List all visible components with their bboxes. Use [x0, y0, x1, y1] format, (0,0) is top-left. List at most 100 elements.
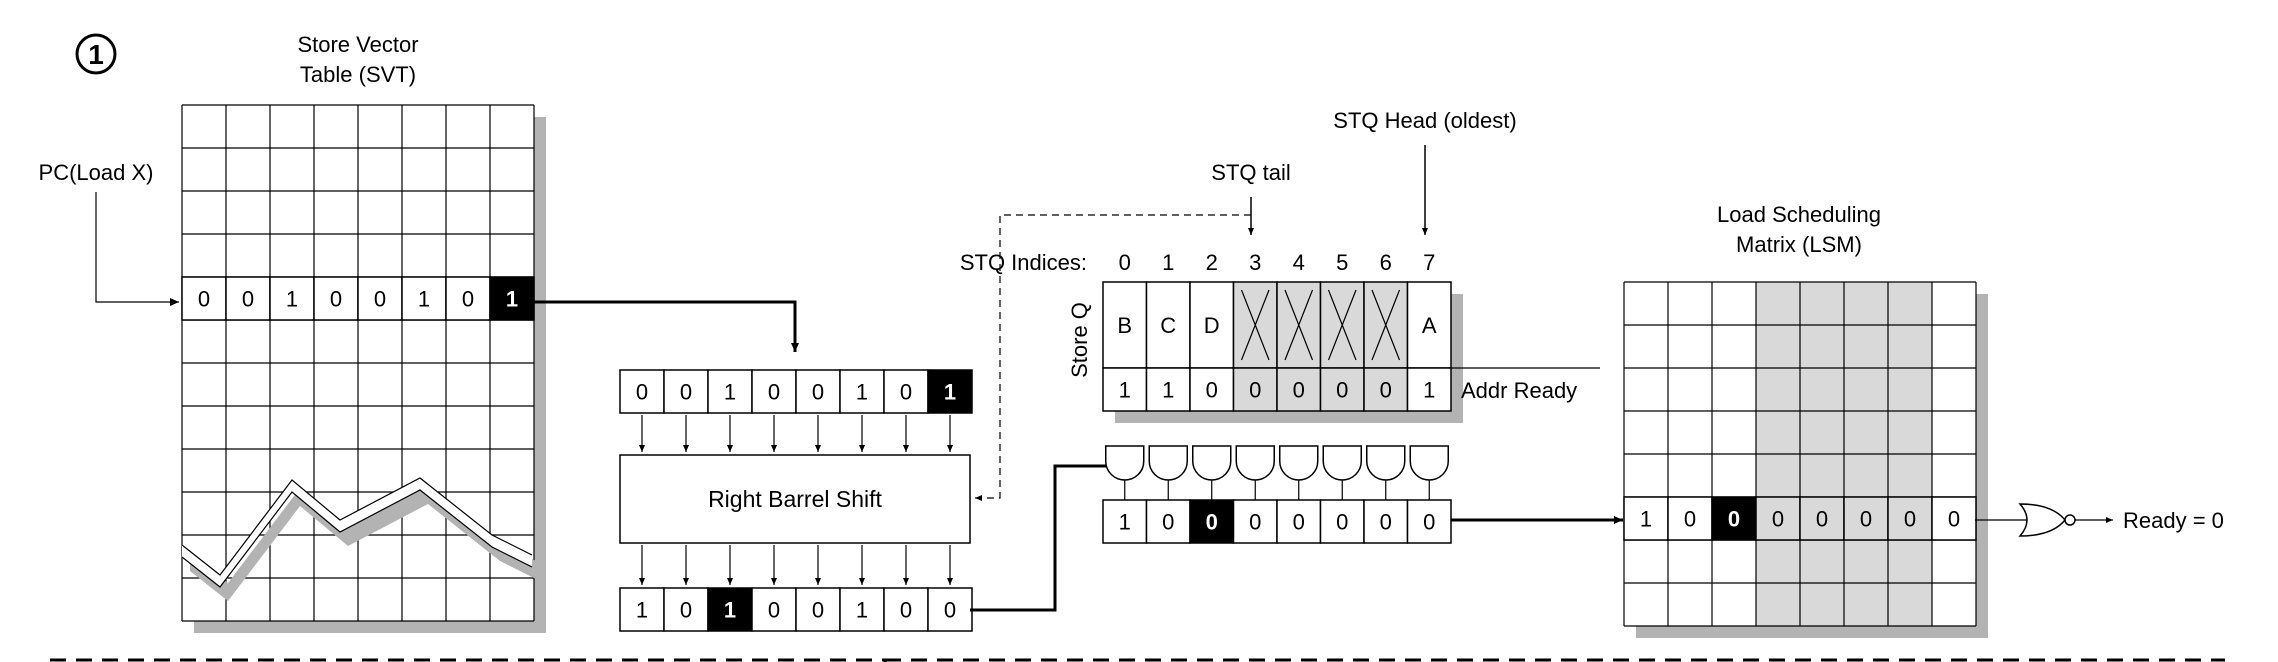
svt-row-bit: 1 [286, 287, 298, 312]
shifter-input-bit: 1 [856, 380, 868, 405]
addr-ready-bit: 0 [1336, 378, 1348, 403]
empty-entry-cross-icon [1284, 289, 1314, 361]
circled-number-icon [75, 33, 117, 75]
right-barrel-shift-label: Right Barrel Shift [708, 486, 882, 512]
svt-row-bit: 0 [242, 287, 254, 312]
shifter-input-cell [707, 369, 753, 414]
lsm-row-bit: 0 [1860, 507, 1872, 532]
shifter-input-bit: 0 [900, 380, 912, 405]
lsm-title-line1: Load Scheduling [1717, 202, 1881, 227]
step-number-badge: 1 [75, 33, 117, 75]
svt-row-bit: 0 [374, 287, 386, 312]
addr-ready-cell [1102, 367, 1148, 412]
stq-result-bit: 0 [1206, 510, 1218, 535]
lsm-row-cell [1799, 496, 1845, 541]
stq-tail-label: STQ tail [1211, 160, 1290, 185]
svt-row-cell [357, 276, 403, 321]
stq-result-bit: 0 [1162, 510, 1174, 535]
shifter-output-cell [883, 587, 929, 632]
lsm-row-bit: 0 [1948, 507, 1960, 532]
nor-gate-icon [2018, 503, 2076, 537]
shifter-output-cell [927, 587, 973, 632]
shifter-output-bit: 1 [856, 598, 868, 623]
store-q-label: Store Q [1067, 302, 1092, 378]
stq-index: 0 [1119, 250, 1131, 275]
store-queue-entry [1406, 281, 1452, 369]
addr-ready-cell [1145, 367, 1191, 412]
addr-ready-cell [1276, 367, 1322, 412]
shifter-output-bit: 1 [724, 598, 736, 623]
shifter-output-bit: 0 [900, 598, 912, 623]
addr-ready-cell [1189, 367, 1235, 412]
svt-row-cell [401, 276, 447, 321]
shifter-input-cell [795, 369, 841, 414]
svt-row-bit: 0 [462, 287, 474, 312]
and-gate-icon [1366, 445, 1406, 481]
stq-result-bit: 0 [1293, 510, 1305, 535]
shifter-input-bit: 1 [944, 380, 956, 405]
lsm-row-bit: 1 [1640, 507, 1652, 532]
addr-ready-cell [1363, 367, 1409, 412]
svt-title-line1: Store Vector [297, 32, 418, 57]
stq-indices-label: STQ Indices: [960, 250, 1087, 275]
shifter-input-cell [839, 369, 885, 414]
store-queue-entry [1145, 281, 1191, 369]
store-queue-entry-label: A [1422, 313, 1437, 338]
shifter-output-bit: 0 [944, 598, 956, 623]
and-gate-icon [1148, 445, 1188, 481]
shifter-input-cell [883, 369, 929, 414]
stq-result-cell [1406, 499, 1452, 544]
shifter-input-cell [751, 369, 797, 414]
svt-input-label: PC(Load X) [39, 160, 154, 185]
shifter-output-bit: 0 [768, 598, 780, 623]
shifter-input-cell [619, 369, 665, 414]
svt-row-cell [181, 276, 227, 321]
addr-ready-bit: 1 [1119, 378, 1131, 403]
stq-result-bit: 0 [1336, 510, 1348, 535]
stq-index: 3 [1249, 250, 1261, 275]
svt-row-cell [489, 276, 535, 321]
addr-ready-bit: 0 [1249, 378, 1261, 403]
stq-result-cell [1189, 499, 1235, 544]
empty-entry-cross-icon [1240, 289, 1270, 361]
and-gate-icon [1192, 445, 1232, 481]
bottom-separator-line [50, 658, 2225, 662]
right-barrel-shift-block: Right Barrel Shift [619, 454, 971, 544]
addr-ready-bit: 0 [1206, 378, 1218, 403]
stq-index: 2 [1206, 250, 1218, 275]
stq-result-bit: 0 [1249, 510, 1261, 535]
stq-result-cell [1102, 499, 1148, 544]
and-gate-icon [1105, 445, 1145, 481]
ready-output-label: Ready = 0 [2123, 508, 2224, 533]
shifter-output-cell [619, 587, 665, 632]
stq-index: 6 [1380, 250, 1392, 275]
stq-head-label: STQ Head (oldest) [1333, 108, 1516, 133]
tail-to-shifter-dashed-line [975, 214, 1251, 501]
shifter-input-cell [663, 369, 709, 414]
shifter-output-bit: 0 [812, 598, 824, 623]
lsm-row-cell [1667, 496, 1713, 541]
lsm-row-bit: 0 [1684, 507, 1696, 532]
store-queue-entry-label: D [1204, 313, 1220, 338]
lsm-row-cell [1887, 496, 1933, 541]
shifter-output-bit: 1 [636, 598, 648, 623]
store-queue-entry [1363, 281, 1409, 369]
step-number: 1 [88, 39, 104, 70]
shifter-input-cell [927, 369, 973, 414]
stq-result-cell [1319, 499, 1365, 544]
svt-title-line2: Table (SVT) [300, 62, 416, 87]
shifter-output-cell [839, 587, 885, 632]
addr-ready-bit: 1 [1162, 378, 1174, 403]
svt-row-cell [269, 276, 315, 321]
lsm-row-cell [1843, 496, 1889, 541]
shifter-output-bit: 0 [680, 598, 692, 623]
lsm-row-cell [1931, 496, 1977, 541]
empty-entry-cross-icon [1327, 289, 1357, 361]
svt-row-bit: 1 [506, 287, 518, 312]
